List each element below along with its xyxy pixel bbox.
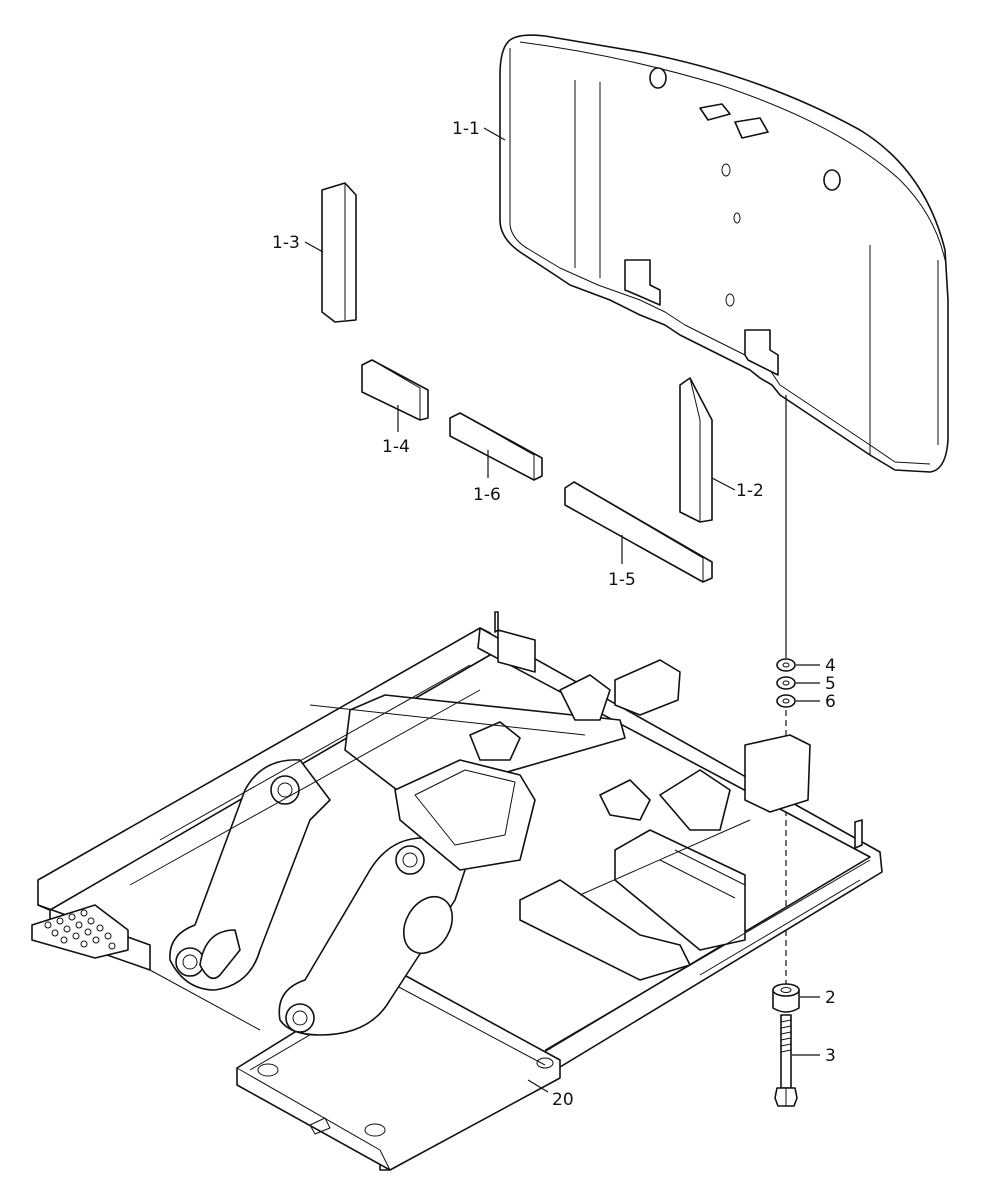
block-1-5 <box>564 481 713 583</box>
block-1-3 <box>321 182 357 323</box>
washer-4 <box>776 658 796 672</box>
callout-1-2: 1-2 <box>736 481 764 501</box>
counterweight-part <box>499 34 949 473</box>
bolt-3 <box>774 1014 798 1107</box>
block-1-2 <box>679 377 713 523</box>
callout-1-5: 1-5 <box>608 570 636 590</box>
washer-5 <box>776 676 796 690</box>
callout-1-1: 1-1 <box>452 119 480 139</box>
callout-20: 20 <box>552 1090 574 1110</box>
leader-lines <box>304 127 820 1093</box>
callout-1-6: 1-6 <box>473 485 501 505</box>
callout-1-4: 1-4 <box>382 437 410 457</box>
callout-3: 3 <box>825 1046 836 1066</box>
callout-5: 5 <box>825 674 836 694</box>
washer-6 <box>776 694 796 708</box>
callout-2: 2 <box>825 988 836 1008</box>
block-1-6 <box>449 412 543 481</box>
callout-4: 4 <box>825 656 836 676</box>
block-1-4 <box>361 359 429 421</box>
callout-1-3: 1-3 <box>272 233 300 253</box>
upper-frame-part <box>31 611 883 1171</box>
spacer-2 <box>772 983 800 1013</box>
callout-6: 6 <box>825 692 836 712</box>
